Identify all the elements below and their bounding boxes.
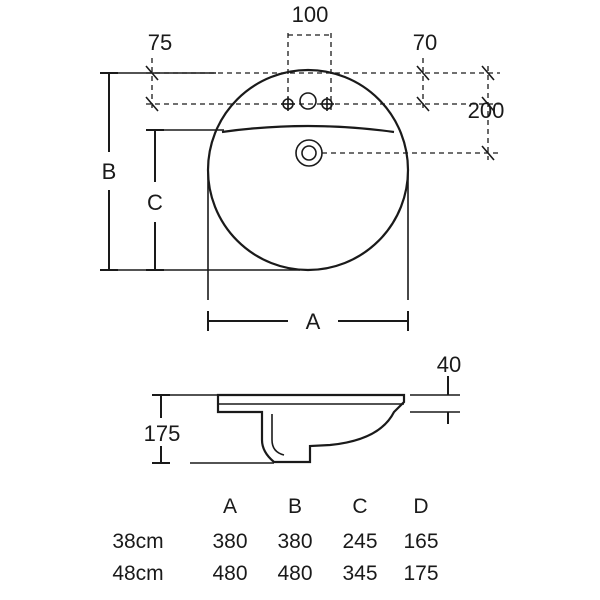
- overflow-hole-outer: [295, 139, 323, 167]
- cell-d: 165: [403, 530, 438, 553]
- row-size-label: 38cm: [112, 530, 163, 553]
- tap-hole: [299, 92, 317, 110]
- dim-right-offset-label: 70: [413, 30, 437, 55]
- cell-a: 480: [212, 562, 247, 585]
- table-row: 38cm 380 380 245 165: [112, 530, 438, 553]
- table-row: 48cm 480 480 345 175: [112, 562, 438, 585]
- overflow-hole-inner: [301, 145, 317, 161]
- cell-c: 245: [342, 530, 377, 553]
- label-c: C: [147, 190, 163, 215]
- basin-side-profile: [216, 393, 406, 464]
- dim-overall-height-label: 175: [144, 421, 181, 446]
- column-header-d: D: [413, 495, 428, 518]
- label-b: B: [102, 159, 117, 184]
- bowl-rim-edge: [221, 124, 395, 134]
- column-header-a: A: [223, 495, 237, 518]
- trap-inner-line: [271, 414, 285, 456]
- size-table: A B C D 38cm 380 380 245 165 48cm 480 48…: [112, 495, 438, 585]
- cell-d: 175: [403, 562, 438, 585]
- side-view: 40 175: [144, 352, 461, 464]
- cell-b: 480: [277, 562, 312, 585]
- dimension-175: [152, 394, 274, 464]
- dim-left-offset-label: 75: [148, 30, 172, 55]
- basin-outline: [206, 68, 410, 272]
- dimension-a: [207, 172, 409, 331]
- top-view: 100 75 70 200 B C A: [100, 2, 504, 334]
- cell-c: 345: [342, 562, 377, 585]
- dim-rim-height-label: 40: [437, 352, 461, 377]
- dimension-c: [118, 129, 300, 271]
- dashed-reference-lines: [146, 33, 500, 160]
- dim-tap-spacing-label: 100: [292, 2, 329, 27]
- label-a: A: [306, 309, 321, 334]
- cell-b: 380: [277, 530, 312, 553]
- dimension-b: [100, 72, 216, 271]
- column-header-b: B: [288, 495, 302, 518]
- row-size-label: 48cm: [112, 562, 163, 585]
- dimension-40: [410, 376, 460, 424]
- column-header-c: C: [352, 495, 367, 518]
- dim-depth-label: 200: [468, 98, 505, 123]
- cell-a: 380: [212, 530, 247, 553]
